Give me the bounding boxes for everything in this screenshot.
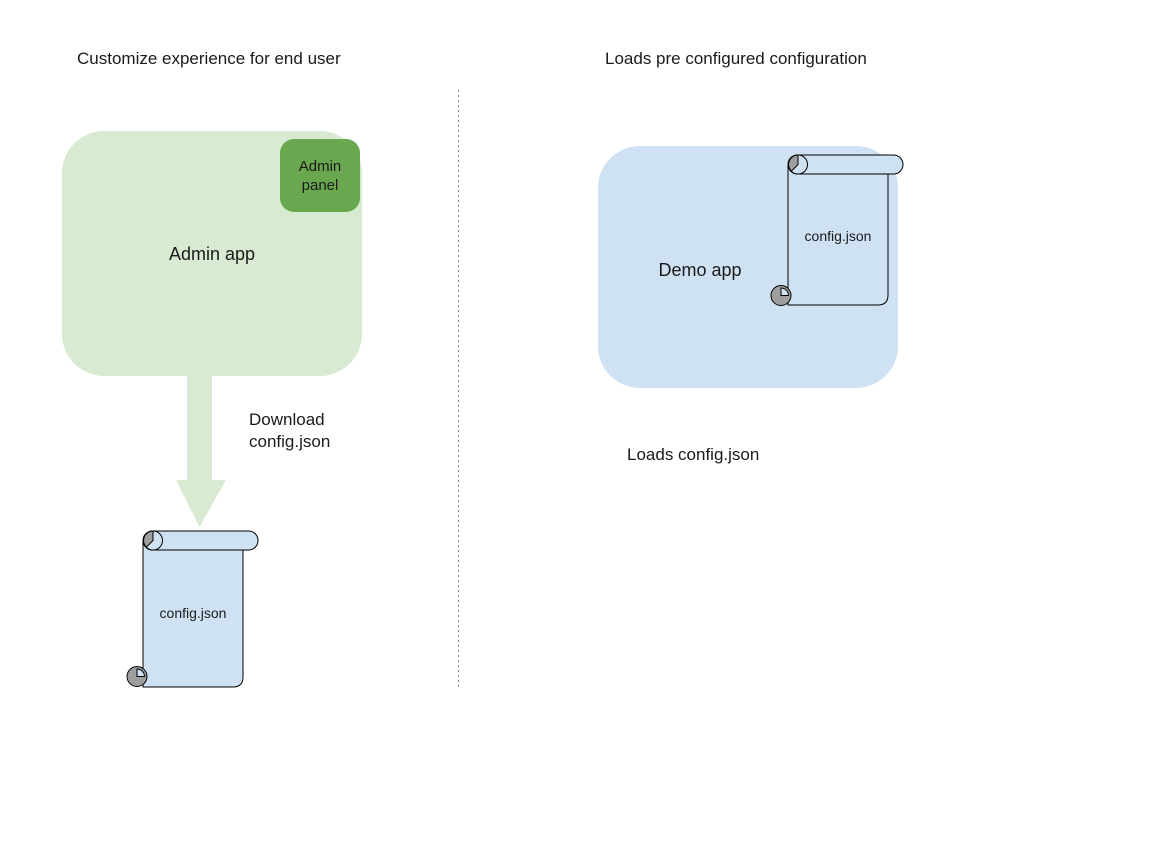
loads-config-caption: Loads config.json	[627, 445, 760, 464]
download-arrow-label: Download config.json	[249, 410, 331, 451]
right-column-title: Loads pre configured configuration	[605, 49, 867, 68]
download-arrow-icon	[176, 376, 226, 527]
config-json-scroll-icon-left	[126, 530, 259, 688]
left-column-title: Customize experience for end user	[77, 49, 341, 68]
column-divider-line	[458, 90, 459, 687]
admin-panel-shape: Admin panel	[280, 139, 360, 212]
config-json-scroll-icon-right	[770, 154, 904, 306]
admin-app-label: Admin app	[168, 244, 256, 264]
demo-app-label: Demo app	[658, 260, 742, 280]
admin-panel-label: Admin panel	[298, 157, 342, 194]
config-json-label-left: config.json	[159, 605, 227, 621]
config-json-label-right: config.json	[804, 228, 872, 244]
